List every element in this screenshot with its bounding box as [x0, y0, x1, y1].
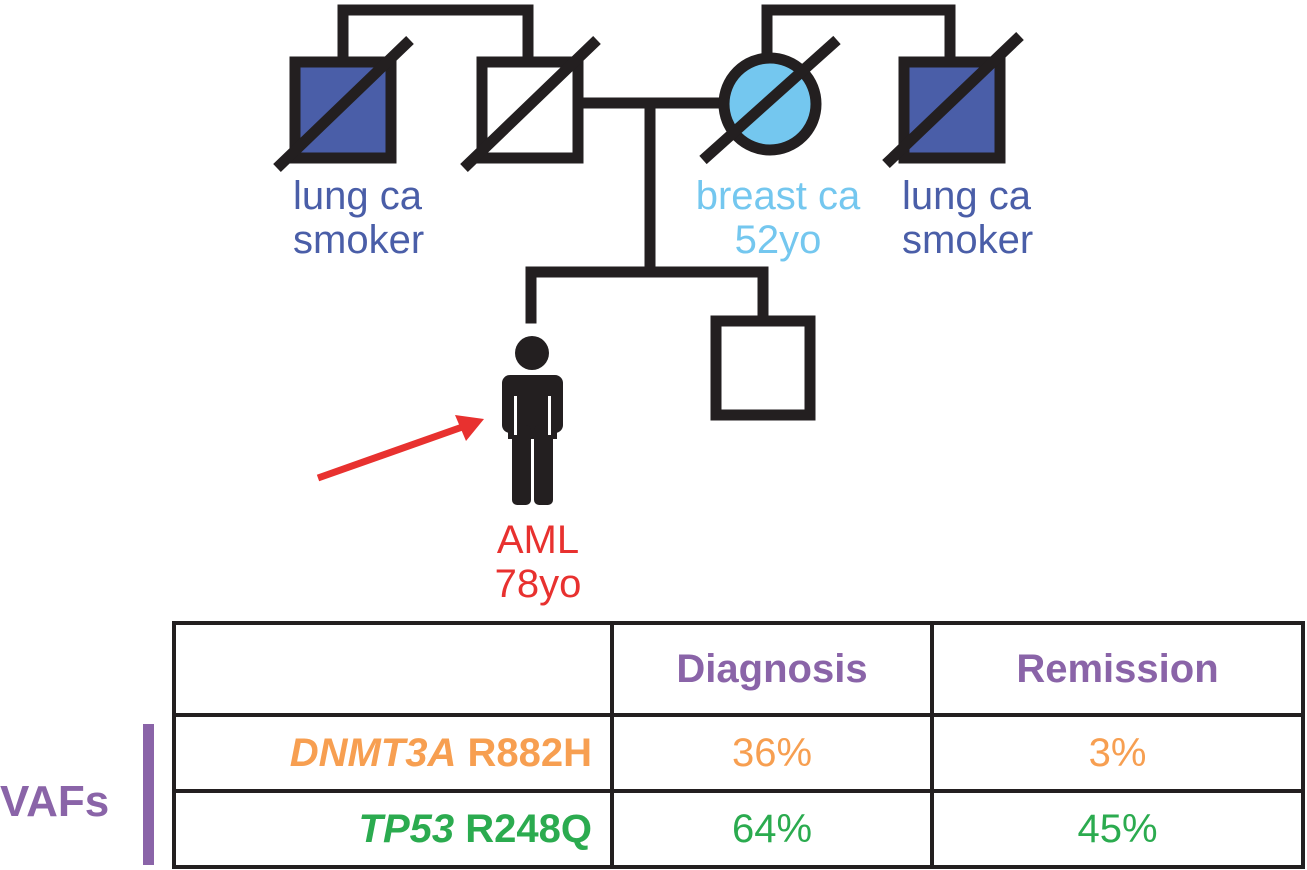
table-row: TP53 R248Q 64% 45% — [172, 789, 1305, 869]
proband-arms-gap — [514, 396, 551, 435]
father-symbol — [460, 36, 601, 172]
diagnosis-vaf: 64% — [610, 789, 934, 869]
pedigree-diagram — [273, 4, 1024, 505]
label-line-2: smoker — [293, 218, 425, 262]
table-header-row: Diagnosis Remission — [172, 621, 1305, 717]
proband-person-icon — [502, 336, 563, 505]
proband-arrow-icon — [316, 415, 484, 482]
label-line-1: lung ca — [902, 174, 1031, 218]
gene-cell: DNMT3A R882H — [172, 713, 614, 793]
label-line-1: lung ca — [293, 174, 422, 218]
paternal-parents-link — [337, 4, 534, 63]
sibship-line — [525, 266, 769, 324]
gene-name: DNMT3A — [289, 731, 457, 775]
label-line-2: 52yo — [734, 218, 822, 262]
gene-cell: TP53 R248Q — [172, 789, 614, 869]
label-line-2: 78yo — [494, 562, 582, 606]
vafs-group-label: VAFs — [0, 777, 110, 826]
mutation-name: R248Q — [465, 807, 592, 851]
grandfather-paternal-symbol — [273, 36, 414, 172]
grandfather-maternal-label: lung ca smoker — [902, 174, 1033, 262]
label-line-1: AML — [496, 518, 580, 562]
vaf-table: Diagnosis Remission DNMT3A R882H 36% 3% … — [172, 621, 1305, 869]
vafs-group-bar — [143, 724, 154, 865]
header-remission: Remission — [930, 621, 1305, 717]
mother-symbol — [699, 35, 841, 165]
table-row: DNMT3A R882H 36% 3% — [172, 713, 1305, 793]
maternal-parents-link — [761, 4, 956, 63]
diagnosis-vaf: 36% — [610, 713, 934, 793]
pedigree-connectors — [337, 4, 956, 324]
header-diagnosis: Diagnosis — [610, 621, 934, 717]
label-line-2: smoker — [902, 218, 1034, 262]
grandfather-paternal-label: lung ca smoker — [293, 174, 424, 262]
label-line-1: breast ca — [695, 174, 861, 218]
mutation-name: R882H — [467, 731, 592, 775]
grandfather-maternal-symbol — [882, 32, 1024, 168]
header-cell-empty — [172, 621, 614, 717]
remission-vaf: 45% — [930, 789, 1305, 869]
mother-label: breast ca 52yo — [676, 174, 880, 262]
gene-name: TP53 — [358, 807, 455, 851]
remission-vaf: 3% — [930, 713, 1305, 793]
proband-label: AML 78yo — [478, 518, 598, 606]
brother-symbol — [710, 315, 816, 421]
